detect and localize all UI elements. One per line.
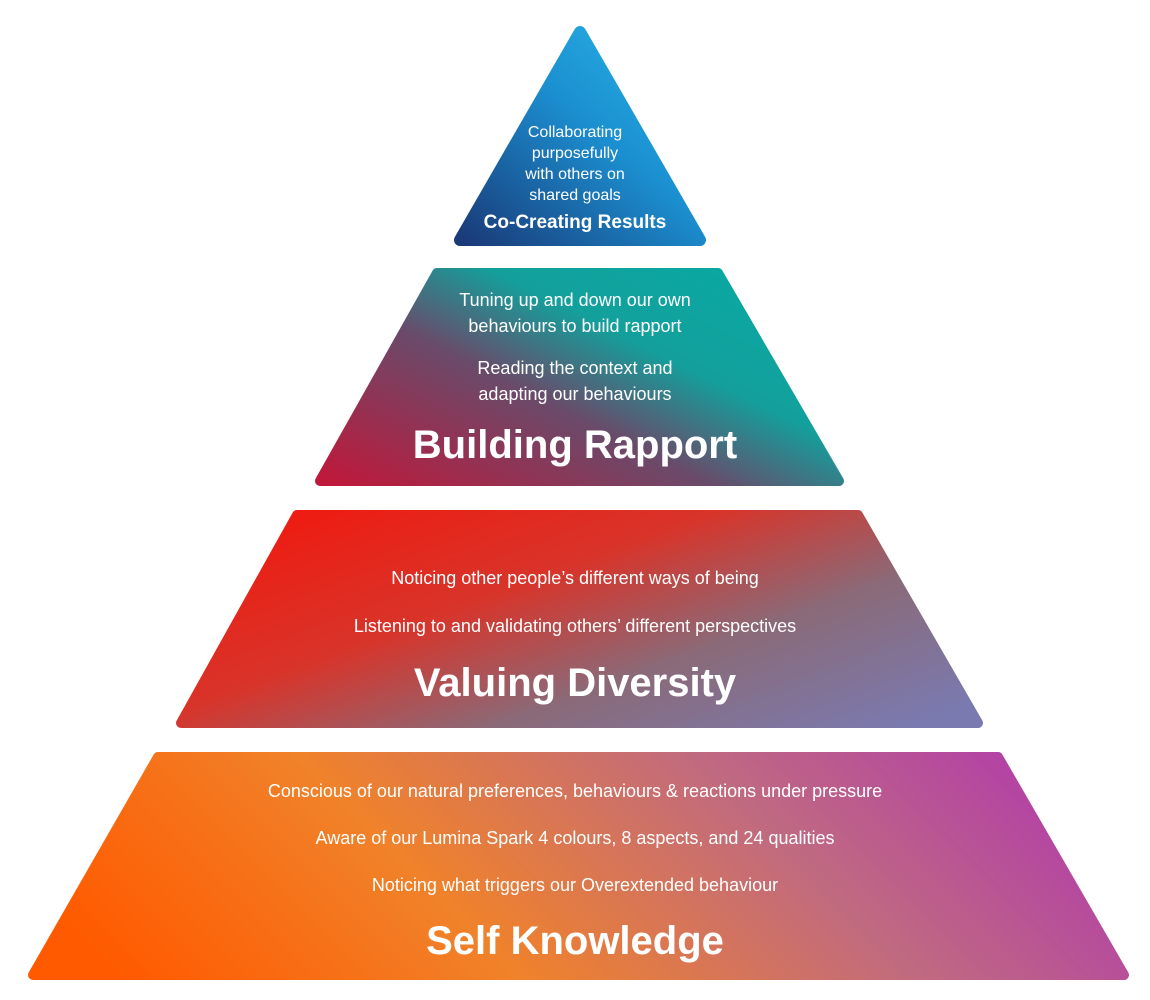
tier-description: shared goals — [529, 187, 621, 204]
tier-building-rapport-shape — [315, 268, 844, 486]
tier-description: Tuning up and down our own — [459, 290, 691, 310]
tier-description: Collaborating — [527, 124, 623, 141]
tier-title: Co-Creating Results — [483, 212, 667, 233]
tier-description: Aware of our Lumina Spark 4 colours, 8 a… — [315, 828, 835, 848]
tier-co-creating-results: Collaborating purposefully with others o… — [0, 122, 1150, 234]
tier-co-creating-results-shape — [454, 26, 706, 246]
tier-description: with others on — [525, 166, 625, 183]
tier-description: Noticing what triggers our Overextended … — [371, 875, 779, 895]
tier-description: purposefully — [531, 145, 619, 162]
tier-description: Noticing other people’s different ways o… — [391, 568, 759, 588]
tier-title: Building Rapport — [412, 423, 738, 467]
tier-self-knowledge: Conscious of our natural preferences, be… — [0, 778, 1150, 964]
tier-building-rapport: Tuning up and down our own behaviours to… — [0, 287, 1150, 468]
tier-title: Valuing Diversity — [413, 661, 737, 705]
tier-self-knowledge-shape — [28, 752, 1129, 980]
tier-description: Reading the context and — [477, 358, 673, 378]
tier-description: behaviours to build rapport — [468, 316, 682, 336]
tier-title: Self Knowledge — [426, 919, 724, 963]
tier-valuing-diversity-shape — [176, 510, 983, 728]
tier-description: Conscious of our natural preferences, be… — [267, 781, 883, 801]
tier-description: adapting our behaviours — [478, 384, 672, 404]
tier-description: Listening to and validating others’ diff… — [353, 616, 797, 636]
tier-valuing-diversity: Noticing other people’s different ways o… — [0, 565, 1150, 706]
